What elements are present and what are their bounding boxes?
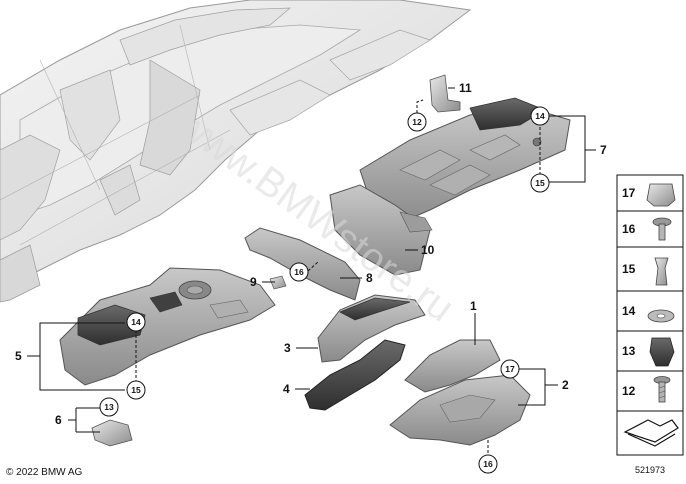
spring-clip-icon [649, 337, 675, 367]
circled-callout-16-bottom: 16 [478, 454, 498, 474]
callout-7: 7 [600, 143, 607, 157]
callout-10: 10 [421, 243, 435, 257]
sidebar-label-16: 16 [622, 222, 636, 236]
callout-1: 1 [470, 299, 477, 313]
part-1-steering-column-trim-upper[interactable] [404, 339, 501, 393]
sidebar-label-17: 17 [622, 186, 636, 200]
part-2-steering-column-trim-lower[interactable] [389, 374, 531, 446]
circled-callout-17: 17 [500, 359, 520, 379]
part-4-dark-trim[interactable] [304, 339, 406, 411]
svg-text:17: 17 [505, 364, 515, 374]
circled-callout-12: 12 [407, 112, 427, 132]
small-parts-panel: 17 16 15 14 13 12 [616, 174, 684, 456]
part-11-bracket[interactable] [429, 74, 461, 113]
circled-callout-15-lower: 15 [126, 380, 146, 400]
svg-text:12: 12 [412, 117, 422, 127]
part-5-lower-trim[interactable] [59, 267, 276, 386]
svg-text:13: 13 [104, 402, 114, 412]
callout-8: 8 [366, 271, 373, 285]
circled-callout-16-middle: 16 [289, 262, 309, 282]
circled-callout-14-lower: 14 [126, 312, 146, 332]
sidebar-label-13: 13 [622, 344, 636, 358]
sidebar-label-12: 12 [622, 384, 636, 398]
instrument-panel-carrier [0, 0, 472, 303]
callout-11: 11 [459, 81, 472, 95]
circled-callout-14-upper: 14 [530, 106, 550, 126]
leader-lines [27, 87, 596, 455]
svg-text:15: 15 [535, 178, 545, 188]
circled-callout-15-upper: 15 [530, 173, 550, 193]
part-6-bracket[interactable] [91, 419, 133, 447]
callout-2: 2 [562, 378, 569, 392]
svg-text:15: 15 [131, 385, 141, 395]
part-9-clip[interactable] [269, 275, 287, 290]
circled-callout-13: 13 [99, 397, 119, 417]
sidebar-label-14: 14 [622, 304, 636, 318]
callout-3: 3 [284, 341, 291, 355]
svg-text:14: 14 [131, 317, 141, 327]
callout-6: 6 [55, 413, 62, 427]
part-10-center-trim[interactable] [329, 184, 433, 276]
part-3-knee-trim[interactable] [317, 294, 426, 363]
callout-4: 4 [283, 382, 290, 396]
svg-text:14: 14 [535, 111, 545, 121]
expanding-rivet-icon [654, 257, 669, 286]
diagram-number: 521973 [635, 465, 665, 475]
washer-icon [647, 309, 675, 323]
self-tapping-screw-icon [653, 376, 671, 403]
svg-text:16: 16 [483, 459, 493, 469]
clip-nut-icon [646, 183, 676, 207]
copyright-text: © 2022 BMW AG [6, 467, 83, 478]
screw-icon [652, 217, 672, 241]
callout-5: 5 [15, 349, 22, 363]
direction-arrow-icon [623, 419, 679, 447]
sidebar-label-15: 15 [622, 262, 636, 276]
svg-text:16: 16 [294, 267, 304, 277]
callout-9: 9 [250, 275, 257, 289]
